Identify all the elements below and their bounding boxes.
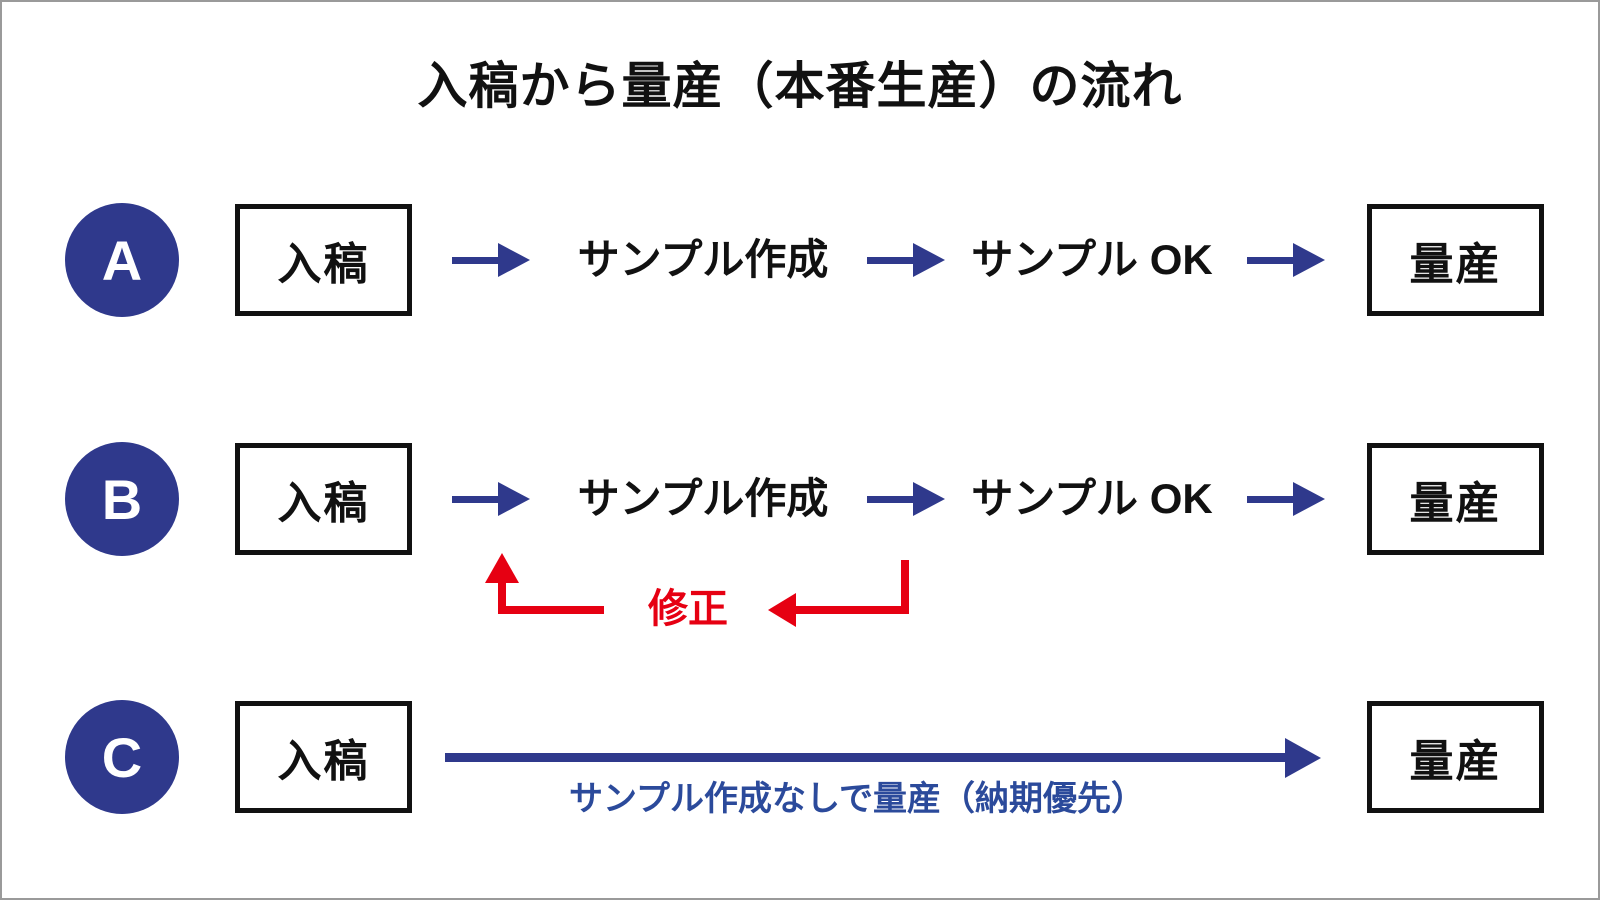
row-b-badge-label: B: [101, 467, 143, 531]
row-a-step-2: サンプル OK: [971, 236, 1213, 283]
long-arrow-shaft: [445, 753, 1290, 762]
row-a-start-box-label: 入稿: [277, 240, 370, 289]
row-b-step-2: サンプル OK: [971, 475, 1213, 522]
arrow-right-icon: [867, 243, 945, 277]
row-b-start-box: 入稿: [235, 443, 412, 555]
row-a-end-box: 量産: [1367, 204, 1544, 316]
arrow-right-icon: [1247, 482, 1325, 516]
feedback-arrow-up-icon: [485, 553, 519, 583]
arrow-shaft: [1247, 256, 1293, 264]
arrow-head: [1293, 243, 1325, 277]
row-c-end-box-label: 量産: [1409, 737, 1502, 786]
arrow-head: [498, 482, 530, 516]
row-a-badge-label: A: [101, 228, 143, 292]
row-a-start-box: 入稿: [235, 204, 412, 316]
arrow-right-icon: [867, 482, 945, 516]
row-c-start-box-label: 入稿: [277, 737, 370, 786]
row-b-end-box: 量産: [1367, 443, 1544, 555]
feedback-segment: [901, 560, 909, 614]
row-a-badge: A: [65, 203, 179, 317]
arrow-shaft: [452, 495, 498, 503]
arrow-shaft: [1247, 495, 1293, 503]
row-b-end-box-label: 量産: [1409, 479, 1502, 528]
page-title: 入稿から量産（本番生産）の流れ: [417, 58, 1183, 114]
row-c-badge-label: C: [101, 725, 143, 789]
arrow-head: [498, 243, 530, 277]
row-c-caption: サンプル作成なしで量産（納期優先）: [569, 780, 1145, 818]
long-arrow-head-icon: [1285, 738, 1321, 778]
arrow-right-icon: [452, 482, 530, 516]
arrow-shaft: [867, 495, 913, 503]
row-c-end-box: 量産: [1367, 701, 1544, 813]
row-a-step-1: サンプル作成: [577, 236, 829, 283]
feedback-label: 修正: [648, 587, 728, 631]
row-b-start-box-label: 入稿: [277, 479, 370, 528]
arrow-right-icon: [452, 243, 530, 277]
arrow-head: [1293, 482, 1325, 516]
row-c-badge: C: [65, 700, 179, 814]
row-b-badge: B: [65, 442, 179, 556]
row-b-step-1: サンプル作成: [577, 475, 829, 522]
feedback-segment: [498, 606, 604, 614]
arrow-shaft: [867, 256, 913, 264]
arrow-head: [913, 482, 945, 516]
arrow-shaft: [452, 256, 498, 264]
arrow-right-icon: [1247, 243, 1325, 277]
arrow-head: [913, 243, 945, 277]
feedback-segment: [498, 579, 506, 614]
feedback-segment: [792, 606, 909, 614]
row-a-end-box-label: 量産: [1409, 240, 1502, 289]
feedback-arrow-left-icon: [768, 593, 796, 627]
row-c-start-box: 入稿: [235, 701, 412, 813]
